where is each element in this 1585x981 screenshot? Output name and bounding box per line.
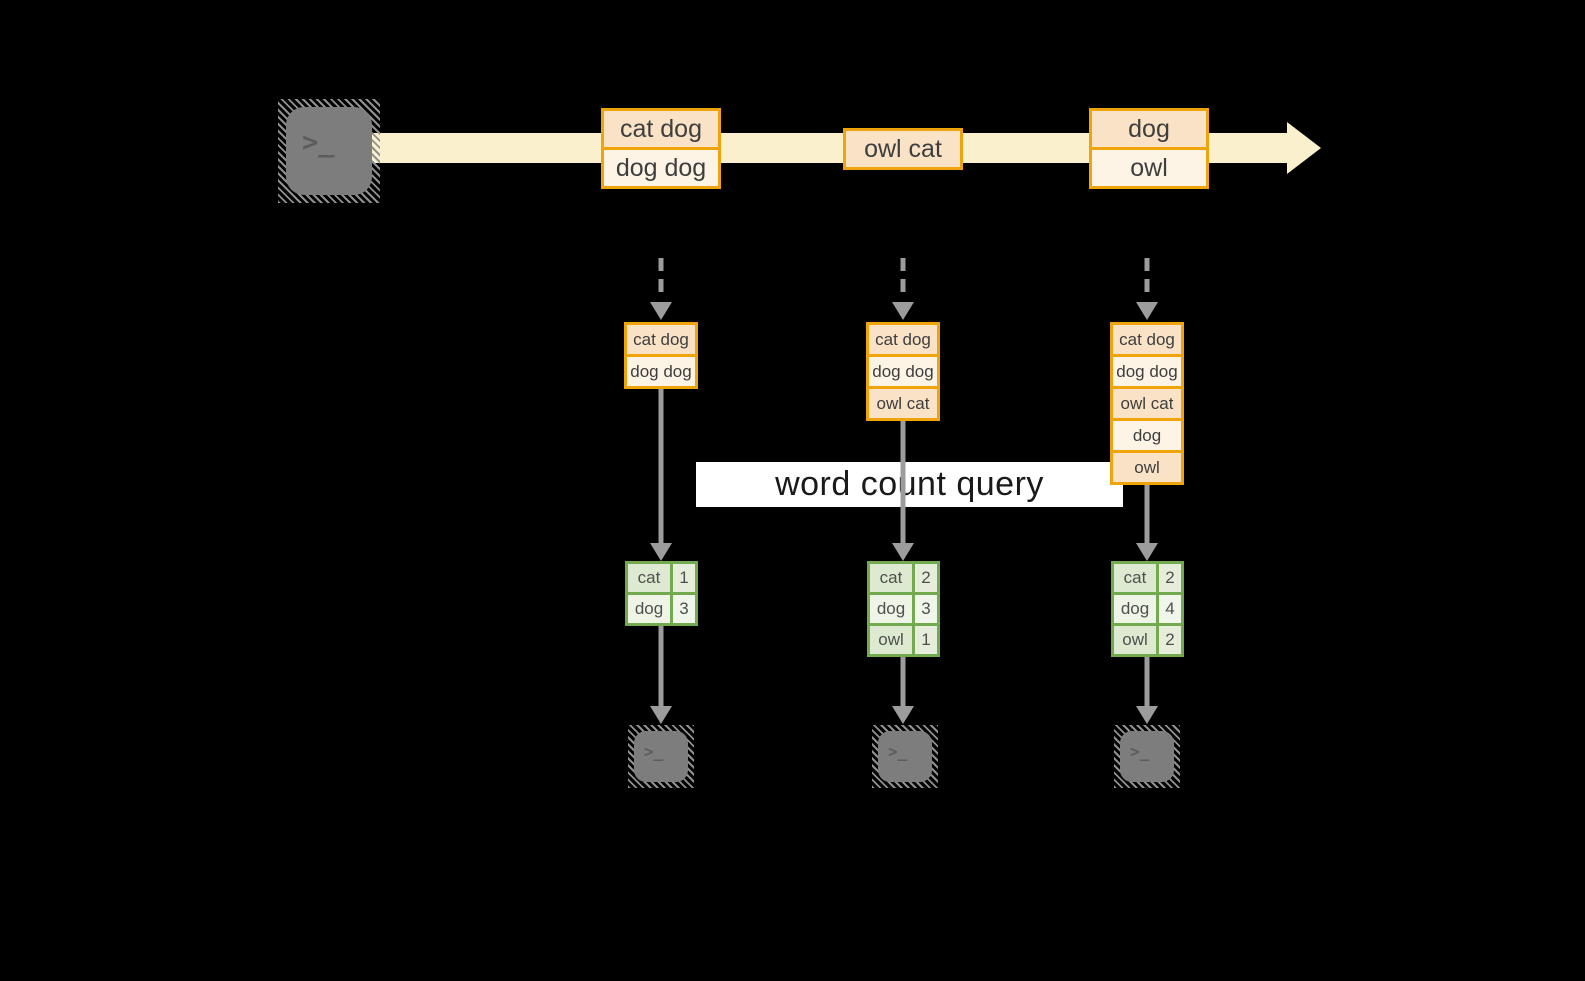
stream-record: cat dog dog dog bbox=[601, 108, 721, 189]
prompt-glyph: >_ bbox=[888, 742, 908, 761]
record-buffer: cat dog dog dog owl cat bbox=[866, 322, 940, 421]
terminal-screen: >_ bbox=[286, 107, 372, 195]
count-cell: 1 bbox=[673, 564, 695, 592]
stream-record-row: owl cat bbox=[846, 131, 960, 167]
count-cell: 3 bbox=[915, 595, 937, 623]
word-cell: owl bbox=[1114, 626, 1156, 654]
output-terminal-icon: >_ bbox=[628, 725, 694, 788]
stream-record: dog owl bbox=[1089, 108, 1209, 189]
word-cell: cat bbox=[870, 564, 912, 592]
word-cell: cat bbox=[628, 564, 670, 592]
flow-arrow-icon bbox=[650, 389, 672, 561]
query-banner: word count query bbox=[696, 462, 1123, 507]
buffer-row: cat dog bbox=[1113, 325, 1181, 354]
record-buffer: cat dog dog dog bbox=[624, 322, 698, 389]
flow-arrow-icon bbox=[650, 626, 672, 724]
prompt-glyph: >_ bbox=[302, 127, 335, 158]
flow-arrow-icon bbox=[892, 421, 914, 561]
query-banner-label: word count query bbox=[775, 465, 1044, 503]
count-cell: 2 bbox=[1159, 564, 1181, 592]
count-cell: 1 bbox=[915, 626, 937, 654]
stream-record-row: owl bbox=[1092, 150, 1206, 186]
terminal-screen: >_ bbox=[1120, 731, 1174, 782]
prompt-glyph: >_ bbox=[644, 742, 664, 761]
stream-record: owl cat bbox=[843, 128, 963, 170]
buffer-row: dog dog bbox=[1113, 357, 1181, 386]
ingest-arrow-icon bbox=[892, 258, 914, 320]
count-cell: 2 bbox=[915, 564, 937, 592]
word-cell: cat bbox=[1114, 564, 1156, 592]
output-terminal-icon: >_ bbox=[872, 725, 938, 788]
event-stream-arrowhead-icon bbox=[1287, 122, 1321, 174]
word-cell: dog bbox=[870, 595, 912, 623]
buffer-row: dog dog bbox=[627, 357, 695, 386]
flow-arrow-icon bbox=[1136, 485, 1158, 561]
ingest-arrow-icon bbox=[650, 258, 672, 320]
word-count-table: cat 1 dog 3 bbox=[625, 561, 698, 626]
buffer-row: dog bbox=[1113, 421, 1181, 450]
stream-record-row: cat dog bbox=[604, 111, 718, 147]
output-terminal-icon: >_ bbox=[1114, 725, 1180, 788]
word-count-table: cat 2 dog 3 owl 1 bbox=[867, 561, 940, 657]
buffer-row: owl bbox=[1113, 453, 1181, 482]
word-cell: dog bbox=[1114, 595, 1156, 623]
buffer-row: cat dog bbox=[627, 325, 695, 354]
word-count-table: cat 2 dog 4 owl 2 bbox=[1111, 561, 1184, 657]
stream-record-row: dog dog bbox=[604, 150, 718, 186]
prompt-glyph: >_ bbox=[1130, 742, 1150, 761]
record-buffer: cat dog dog dog owl cat dog owl bbox=[1110, 322, 1184, 485]
count-cell: 4 bbox=[1159, 595, 1181, 623]
buffer-row: dog dog bbox=[869, 357, 937, 386]
word-cell: dog bbox=[628, 595, 670, 623]
buffer-row: cat dog bbox=[869, 325, 937, 354]
buffer-row: owl cat bbox=[1113, 389, 1181, 418]
buffer-row: owl cat bbox=[869, 389, 937, 418]
flow-arrow-icon bbox=[892, 657, 914, 724]
count-cell: 3 bbox=[673, 595, 695, 623]
flow-arrow-icon bbox=[1136, 657, 1158, 724]
source-terminal-icon: >_ bbox=[278, 99, 380, 203]
ingest-arrow-icon bbox=[1136, 258, 1158, 320]
count-cell: 2 bbox=[1159, 626, 1181, 654]
word-cell: owl bbox=[870, 626, 912, 654]
terminal-screen: >_ bbox=[878, 731, 932, 782]
terminal-screen: >_ bbox=[634, 731, 688, 782]
stream-record-row: dog bbox=[1092, 111, 1206, 147]
